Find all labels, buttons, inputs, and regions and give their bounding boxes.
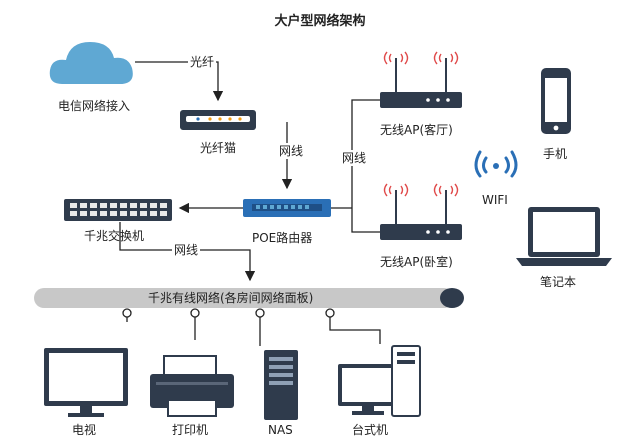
router-icon <box>243 199 331 217</box>
ap-living-icon <box>380 51 462 108</box>
desktop-label: 台式机 <box>352 423 389 437</box>
wifi-icon <box>474 150 518 178</box>
router-ap-link-label: 网线 <box>342 150 367 166</box>
laptop-label: 笔记本 <box>540 275 577 289</box>
fiber-link-label: 光纤 <box>188 55 217 69</box>
cloud-icon <box>49 42 133 84</box>
ap-bedroom-icon <box>380 183 462 240</box>
wifi-label: WIFI <box>482 193 508 207</box>
ap-living-label: 无线AP(客厅) <box>380 123 453 137</box>
tv-icon <box>44 348 128 417</box>
desktop-icon <box>338 345 421 417</box>
router-label: POE路由器 <box>252 231 313 245</box>
bus-pc-link <box>329 316 381 344</box>
fiber-link <box>135 61 224 102</box>
wired-bus-label: 千兆有线网络(各房间网络面板) <box>148 291 314 305</box>
switch-bus-link-label: 网线 <box>172 243 201 257</box>
nas-icon <box>264 350 298 420</box>
wired-bus <box>34 288 464 318</box>
modem-router-link-label: 网线 <box>278 143 305 159</box>
ap-bedroom-label: 无线AP(卧室) <box>380 255 453 269</box>
printer-label: 打印机 <box>172 423 209 437</box>
printer-icon <box>150 355 234 417</box>
laptop-icon <box>516 207 612 266</box>
diagram-title: 大户型网络架构 <box>274 14 366 29</box>
phone-icon <box>541 68 571 134</box>
router-ap-link <box>331 99 380 233</box>
phone-label: 手机 <box>543 147 568 161</box>
tv-label: 电视 <box>72 423 97 437</box>
switch-icon <box>64 199 172 221</box>
modem-label: 光纤猫 <box>200 141 237 155</box>
nas-label: NAS <box>268 423 293 437</box>
cloud-label: 电信网络接入 <box>58 99 131 113</box>
switch-label: 千兆交换机 <box>84 229 145 243</box>
modem-icon <box>180 110 256 130</box>
